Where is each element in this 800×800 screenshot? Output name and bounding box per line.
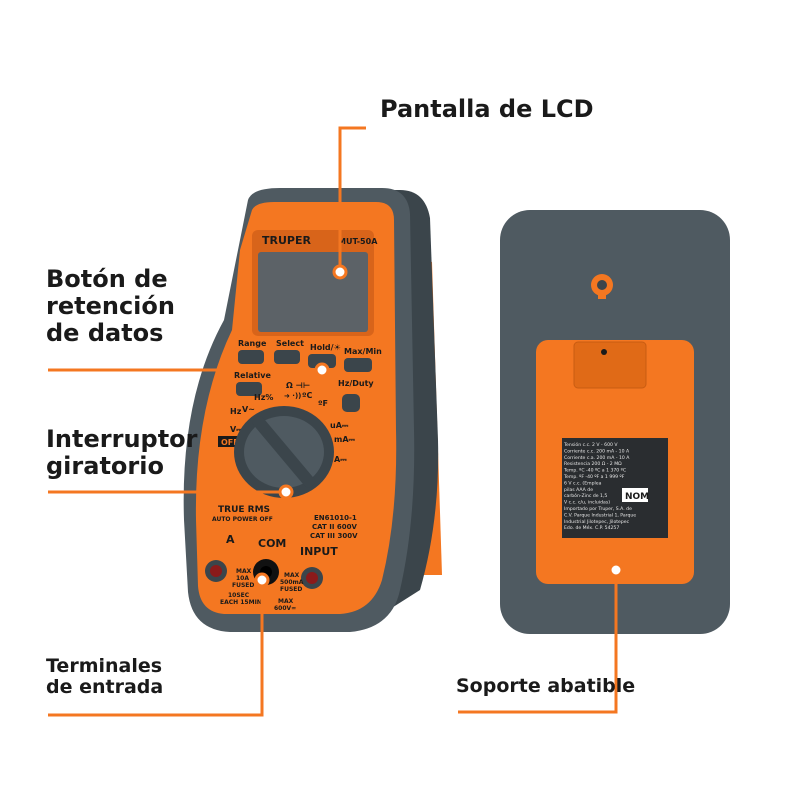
- callout-hold: Botón de retención de datos: [46, 266, 175, 347]
- callout-dot-stand: [608, 562, 624, 578]
- terminal-input-label: INPUT: [300, 545, 338, 558]
- spec-line: pilas AAA de: [564, 487, 593, 493]
- a-fuse-line-1: MAX: [236, 568, 252, 575]
- input-fuse-line-2: 500mA: [280, 579, 304, 586]
- callout-stand: Soporte abatible: [456, 675, 636, 697]
- terminal-com-label: COM: [258, 537, 286, 550]
- terminal-input-core: [306, 572, 318, 584]
- spec-line: Corriente c.a. 200 mA - 10 A: [564, 455, 630, 461]
- dial-a-label: A⎓: [334, 455, 347, 464]
- hold-label: Hold/☀: [310, 343, 341, 352]
- spec-line: carbón-Zinc de 1,5: [564, 492, 607, 499]
- callout-dot-terminals: [254, 572, 270, 588]
- true-rms-label: TRUE RMS: [218, 505, 270, 515]
- callout-terminals: Terminales de entrada: [46, 655, 164, 699]
- battery-screw-icon: [601, 349, 607, 355]
- spec-label: [562, 438, 668, 538]
- lcd-screen: [258, 252, 368, 332]
- callout-line-stand: [458, 570, 618, 714]
- dial-fahrenheit-label: ºF: [318, 399, 328, 408]
- hzduty-button[interactable]: [342, 394, 360, 412]
- a-timing-line-1: 10SEC: [228, 592, 250, 599]
- callout-dot-hold: [314, 362, 330, 378]
- maxmin-label: Max/Min: [344, 347, 382, 356]
- callout-line-terminals: [48, 580, 264, 717]
- select-label: Select: [276, 339, 304, 348]
- spec-line: Tensión c.c. 2 V - 600 V: [563, 441, 618, 448]
- callout-dot-lcd: [332, 264, 348, 280]
- rotary-knob-grip: [252, 416, 316, 488]
- callout-hold-line-2: retención: [46, 291, 175, 320]
- dial-celsius-label: ºC: [302, 391, 313, 400]
- hzpercent-label: Hz%: [254, 393, 273, 402]
- a-timing-line-2: EACH 15MIN: [220, 599, 262, 606]
- standard-line-2: CAT II 600V: [312, 523, 357, 531]
- nom-label: NOM: [625, 492, 649, 502]
- a-fuse-line-3: FUSED: [232, 582, 254, 589]
- off-badge: [218, 436, 238, 447]
- spec-line: Edo. de Méx. C.P. 54257: [564, 524, 619, 531]
- spec-line: Industrial Jilotepec, Jilotepec: [564, 519, 630, 525]
- terminal-a-core: [210, 565, 222, 577]
- callout-terminals-line-1: Terminales: [46, 655, 163, 677]
- callout-rotary-line-2: giratorio: [46, 451, 164, 480]
- dial-hz-label: Hz: [230, 407, 242, 416]
- select-button[interactable]: [274, 350, 300, 364]
- callout-rotary: Interruptor giratorio: [46, 426, 198, 480]
- callout-dot-rotary: [278, 484, 294, 500]
- relative-label: Relative: [234, 371, 272, 380]
- auto-power-off-label: AUTO POWER OFF: [212, 516, 273, 523]
- standard-line-1: EN61010-1: [314, 514, 357, 522]
- callout-hold-line-3: de datos: [46, 318, 164, 347]
- stand-hinge-tab: [573, 341, 647, 389]
- dial-vac-label: V~: [242, 405, 255, 414]
- dial-ua-label: uA⎓: [330, 421, 349, 430]
- front-multimeter: TRUPER MUT-50A Range Select Hold/☀ Max/M…: [183, 188, 442, 632]
- callout-lcd: Pantalla de LCD: [380, 95, 594, 123]
- spec-line: Importado por Truper, S.A. de: [564, 506, 632, 512]
- hanging-slot: [598, 285, 606, 299]
- relative-button[interactable]: [236, 382, 262, 396]
- range-label: Range: [238, 339, 267, 348]
- dial-vdc-label: V⎓: [230, 425, 243, 434]
- spec-line: Corriente c.c. 200 mA - 10 A: [564, 448, 630, 454]
- hold-button[interactable]: [308, 354, 336, 368]
- spec-line: V c.c. c/u, incluidas): [564, 500, 610, 506]
- dial-diode-label: ➜ ·)): [284, 392, 301, 400]
- com-max-line-1: MAX: [278, 598, 294, 605]
- a-fuse-line-2: 10A: [236, 575, 249, 582]
- dial-ohm-label: Ω ⊣⊢: [286, 381, 310, 390]
- hanging-hole-inner: [597, 280, 607, 290]
- spec-line: Temp. ºC -40 ºC a 1 370 ºC: [563, 468, 626, 474]
- range-button[interactable]: [238, 350, 264, 364]
- callout-hold-line-1: Botón de: [46, 265, 168, 293]
- input-fuse-line-1: MAX: [284, 572, 300, 579]
- dial-ma-label: mA⎓: [334, 435, 356, 444]
- spec-line: C.V. Parque Industrial 1, Parque: [564, 512, 636, 518]
- callout-dots: [254, 264, 624, 588]
- callout-rotary-line-1: Interruptor: [46, 425, 198, 453]
- brand-label: TRUPER: [262, 234, 311, 247]
- callout-lines: [48, 126, 618, 717]
- standard-line-3: CAT III 300V: [310, 532, 358, 540]
- callout-line-lcd: [338, 126, 366, 272]
- dial-off-label: OFF: [221, 438, 239, 447]
- hzduty-label: Hz/Duty: [338, 379, 374, 388]
- spec-line: 6 V c.c. (Emplea: [564, 480, 602, 486]
- maxmin-button[interactable]: [344, 358, 372, 372]
- terminal-a-label: A: [226, 533, 235, 546]
- input-fuse-line-3: FUSED: [280, 586, 302, 593]
- callout-terminals-line-2: de entrada: [46, 676, 164, 699]
- spec-line: Resistencia 200 Ω - 2 MΩ: [564, 461, 622, 467]
- model-label: MUT-50A: [338, 237, 378, 246]
- com-max-line-2: 600V≃: [274, 605, 296, 612]
- spec-line: Temp. ºF -40 ºF a 1 999 ºF: [563, 474, 625, 480]
- nom-badge: [622, 488, 648, 502]
